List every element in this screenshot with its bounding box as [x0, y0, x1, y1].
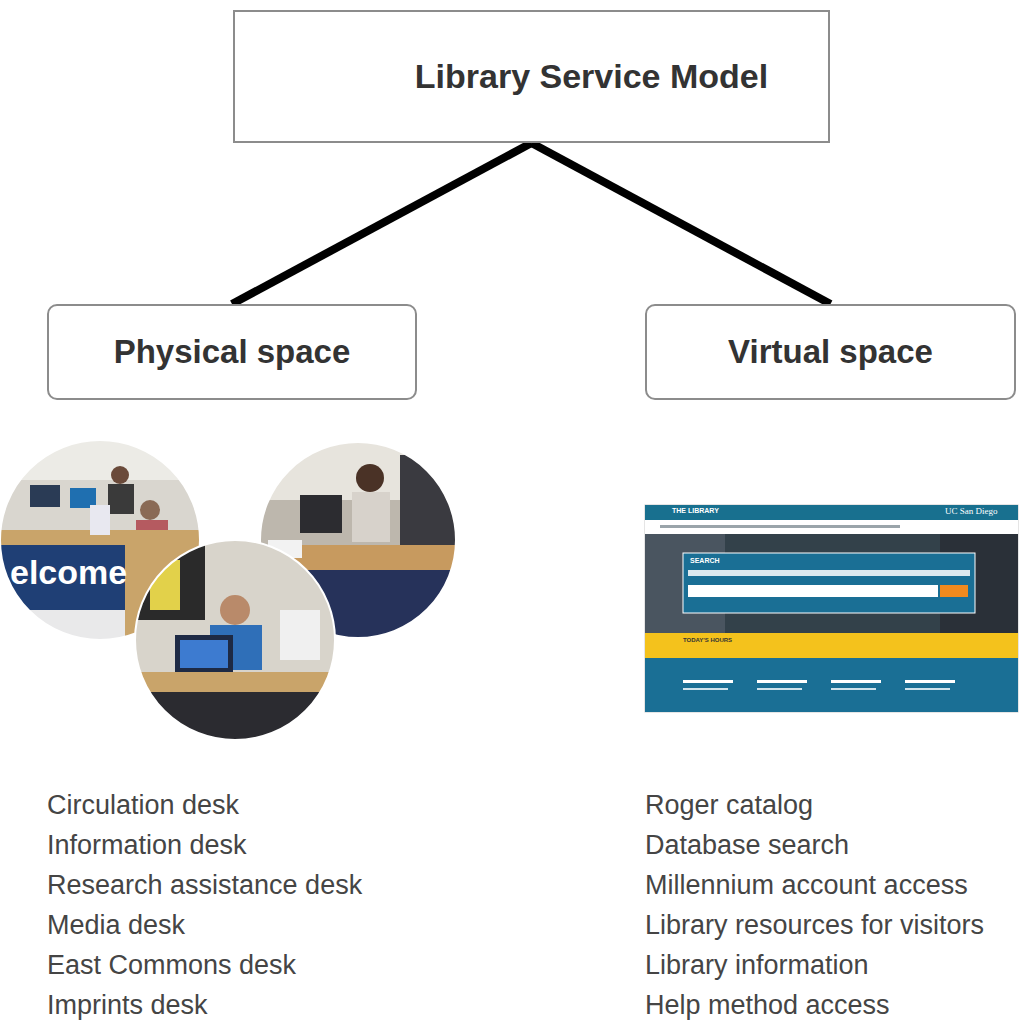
- service-item: Roger catalog: [645, 790, 813, 821]
- photo-research: [135, 540, 335, 742]
- node-label: Physical space: [114, 333, 351, 371]
- node-label: Library Service Model: [415, 57, 768, 96]
- service-item: Media desk: [47, 910, 185, 941]
- node-label: Virtual space: [728, 333, 933, 371]
- service-item: Research assistance desk: [47, 870, 362, 901]
- service-item: Imprints desk: [47, 990, 208, 1021]
- category-box: Virtual space: [645, 304, 1016, 400]
- category-box: Physical space: [47, 304, 417, 400]
- screenshot-text: elcome: [10, 553, 127, 592]
- service-item: Circulation desk: [47, 790, 239, 821]
- screenshot-text: SEARCH: [690, 557, 720, 565]
- screenshot-text: TODAY'S HOURS: [683, 637, 732, 644]
- screenshot-text: THE LIBRARY: [672, 507, 719, 515]
- photo-circulation: [0, 440, 200, 640]
- service-item: Information desk: [47, 830, 247, 861]
- service-item: East Commons desk: [47, 950, 296, 981]
- service-item: Library information: [645, 950, 869, 981]
- website-screenshot: [645, 505, 1018, 712]
- service-item: Millennium account access: [645, 870, 968, 901]
- service-item: Library resources for visitors: [645, 910, 984, 941]
- title-box: Library Service Model: [233, 10, 830, 143]
- service-item: Database search: [645, 830, 849, 861]
- connector-line: [532, 143, 831, 304]
- connector-line: [232, 143, 532, 304]
- service-item: Help method access: [645, 990, 890, 1021]
- screenshot-text: UC San Diego: [945, 506, 998, 516]
